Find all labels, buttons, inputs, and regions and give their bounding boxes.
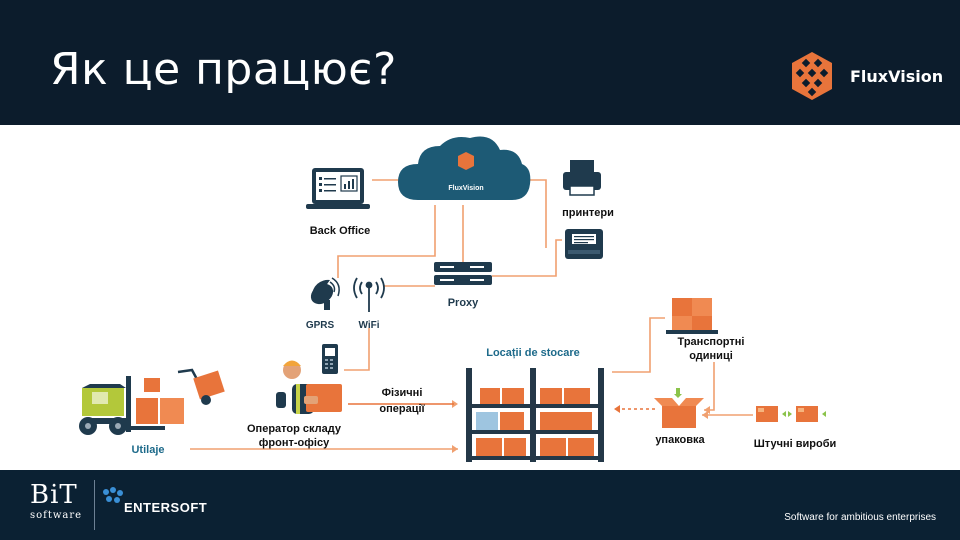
cloud-logo-icon [458, 152, 474, 170]
line-proxy-printers [492, 239, 562, 277]
printer-icon [563, 160, 601, 196]
line-wifi-scanner [344, 328, 370, 371]
entersoft-logo: ENTERSOFT [124, 500, 208, 515]
physical-ops-line2: операції [379, 403, 425, 415]
proxy-label: Proxy [448, 297, 479, 309]
footer-divider [94, 480, 95, 530]
fluxvision-cloud: FluxVision [398, 136, 531, 200]
page-title: Як це працює? [50, 44, 397, 95]
gprs-label: GPRS [306, 320, 335, 331]
workflow-diagram: FluxVision Back Office принтери [0, 125, 960, 470]
packaging-box-icon [654, 388, 704, 428]
line-cloud-gprs [337, 205, 436, 278]
storage-rack-icon [466, 368, 604, 462]
packaging-label: упаковка [655, 434, 705, 446]
bit-software-sub: software [30, 510, 83, 521]
piece-goods-icon [756, 406, 826, 422]
storage-label: Locații de stocare [486, 347, 580, 359]
piece-goods-label: Штучні вироби [754, 438, 837, 450]
gprs-antenna-icon [310, 277, 340, 310]
hand-truck-icon [177, 368, 225, 405]
connector-lines [190, 179, 753, 450]
label-printer-icon [565, 229, 603, 259]
bit-software-logo: BiT [30, 480, 78, 510]
wifi-label: WiFi [358, 320, 379, 331]
header-bar: Як це працює? FluxVision [0, 0, 960, 125]
printers-label: принтери [562, 207, 614, 219]
physical-ops-line1: Фізичні [382, 387, 423, 399]
entersoft-dots-icon [103, 487, 123, 503]
brand-name: FluxVision [850, 67, 944, 86]
back-office-laptop-icon [306, 168, 370, 209]
transport-units-line1: Транспортні [678, 336, 745, 348]
fluxvision-logo-icon [792, 52, 832, 100]
connector-arrows [452, 400, 710, 453]
footer-bar: BiT software ENTERSOFT Software for ambi… [0, 470, 960, 540]
line-transport-storage [612, 317, 665, 373]
proxy-server-icon [434, 262, 492, 285]
wifi-antenna-icon [353, 277, 385, 312]
forklift-icon [79, 376, 184, 435]
line-transport-packaging [704, 362, 715, 411]
footer-tagline: Software for ambitious enterprises [784, 512, 936, 523]
brand-logo: FluxVision [786, 50, 946, 102]
warehouse-operator-icon [276, 360, 342, 414]
operator-line1: Оператор складу [247, 423, 342, 435]
handheld-scanner-icon [322, 344, 338, 374]
transport-units-icon [666, 298, 718, 334]
transport-units-line2: одиниці [689, 350, 733, 362]
equipment-label: Utilaje [131, 444, 164, 456]
cloud-label: FluxVision [448, 185, 483, 192]
line-cloud-printers [528, 179, 547, 248]
operator-line2: фронт-офісу [259, 437, 330, 449]
back-office-label: Back Office [310, 225, 371, 237]
